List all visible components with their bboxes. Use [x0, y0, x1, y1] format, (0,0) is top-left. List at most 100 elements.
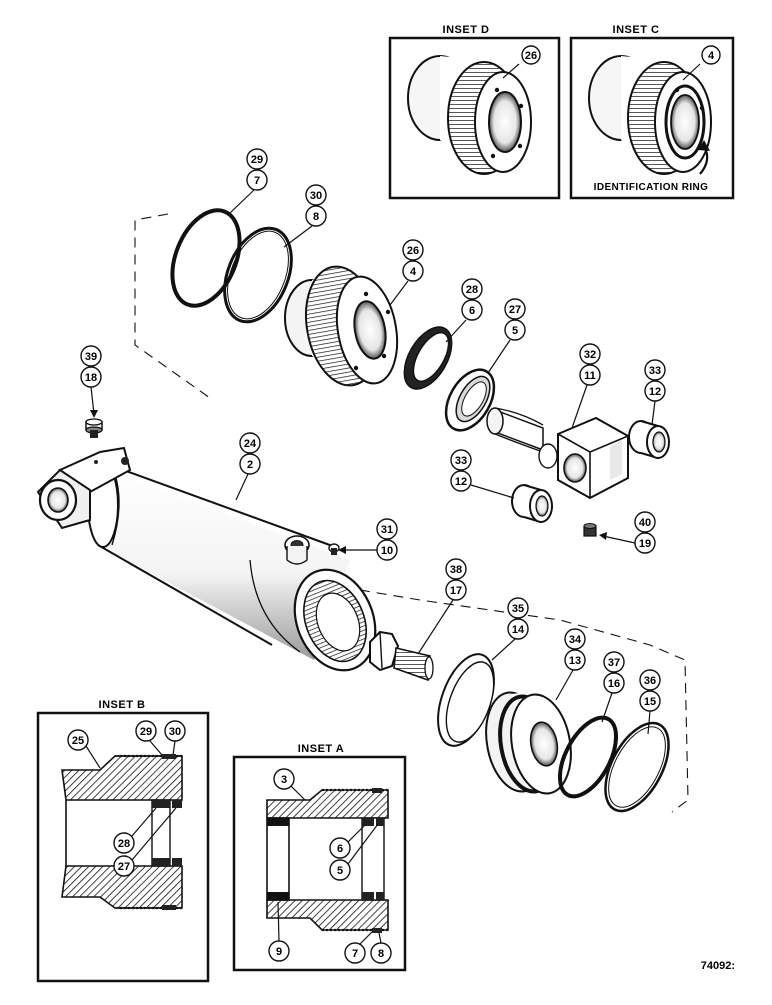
svg-text:12: 12 — [649, 386, 661, 398]
bushing-33-12-right — [628, 420, 670, 459]
svg-text:36: 36 — [644, 675, 656, 687]
rod-eye-32-11 — [538, 416, 629, 500]
svg-text:32: 32 — [584, 349, 596, 361]
wiper-27-5 — [444, 368, 496, 432]
inset-d: INSET D 26 — [388, 24, 561, 200]
o-ring-29-7 — [170, 208, 242, 308]
piston-34-13 — [485, 690, 572, 798]
callout-31-10: 31 10 — [338, 518, 398, 561]
svg-text:18: 18 — [85, 372, 97, 384]
svg-text:40: 40 — [639, 517, 651, 529]
callout-32-11: 32 11 — [571, 343, 601, 429]
svg-text:31: 31 — [381, 524, 393, 536]
svg-text:9: 9 — [276, 946, 282, 958]
svg-text:26: 26 — [525, 50, 537, 62]
callout-29-7: 29 7 — [229, 148, 268, 214]
svg-text:8: 8 — [378, 948, 384, 960]
callout-30-8: 30 8 — [283, 184, 327, 248]
svg-text:17: 17 — [450, 585, 462, 597]
svg-text:14: 14 — [512, 624, 525, 636]
bushing-33-12-left — [511, 484, 553, 523]
gland-section-a — [266, 788, 389, 933]
svg-text:24: 24 — [244, 438, 257, 450]
svg-text:37: 37 — [608, 657, 620, 669]
svg-text:2: 2 — [247, 459, 253, 471]
callout-28-6: 28 6 — [445, 278, 483, 343]
rod-end-bushing — [486, 407, 544, 453]
svg-text:39: 39 — [85, 351, 97, 363]
callout-34-13: 34 13 — [555, 628, 586, 701]
gland-illustration-d — [407, 55, 532, 175]
svg-text:4: 4 — [410, 266, 417, 278]
inset-b-callouts: 25 29 30 28 27 — [67, 720, 186, 877]
svg-text:10: 10 — [381, 545, 393, 557]
svg-text:5: 5 — [337, 865, 343, 877]
callout-inset-d: 26 — [502, 45, 541, 79]
svg-text:8: 8 — [313, 211, 319, 223]
inset-c: INSET C 4 IDENTIFICATION RING — [569, 24, 735, 200]
svg-text:38: 38 — [450, 564, 462, 576]
svg-text:4: 4 — [708, 50, 715, 62]
svg-text:30: 30 — [310, 190, 322, 202]
svg-text:33: 33 — [455, 455, 467, 467]
svg-text:6: 6 — [337, 843, 343, 855]
svg-text:16: 16 — [608, 678, 620, 690]
gland-illustration-c — [588, 55, 712, 175]
callout-26-4: 26 4 — [389, 239, 424, 306]
figure-number: 74092: — [701, 960, 735, 972]
svg-text:13: 13 — [569, 655, 581, 667]
backup-ring-30-8 — [223, 226, 293, 324]
callout-37-16: 37 16 — [601, 651, 625, 723]
callout-inset-c: 4 — [682, 45, 721, 81]
backup-ring-36-15 — [604, 721, 670, 813]
callout-35-14: 35 14 — [491, 597, 529, 661]
svg-text:35: 35 — [512, 603, 524, 615]
svg-text:15: 15 — [644, 696, 656, 708]
svg-text:29: 29 — [251, 154, 263, 166]
callout-38-17: 38 17 — [417, 558, 467, 655]
svg-text:27: 27 — [118, 861, 130, 873]
svg-text:19: 19 — [639, 538, 651, 550]
inset-b-title: INSET B — [99, 699, 146, 711]
identification-ring-label: IDENTIFICATION RING — [594, 182, 709, 193]
bolt-38-17 — [369, 630, 434, 682]
svg-text:27: 27 — [509, 304, 521, 316]
callout-33-12-left: 33 12 — [450, 449, 515, 499]
inset-a: INSET A 3 6 5 — [232, 743, 407, 972]
cylinder-barrel-24-2 — [36, 446, 377, 672]
inset-a-title: INSET A — [298, 743, 345, 755]
svg-text:11: 11 — [584, 370, 596, 382]
callout-36-15: 36 15 — [639, 669, 661, 735]
svg-text:29: 29 — [140, 726, 152, 738]
screw-31-10 — [328, 543, 340, 555]
svg-text:12: 12 — [455, 476, 467, 488]
callout-39-18: 39 18 — [80, 345, 102, 418]
wear-ring-35-14 — [437, 653, 495, 747]
callout-33-12-right: 33 12 — [644, 359, 666, 426]
inset-c-title: INSET C — [613, 24, 660, 36]
svg-text:7: 7 — [254, 175, 260, 187]
o-ring-37-16 — [557, 715, 619, 799]
svg-text:5: 5 — [512, 325, 518, 337]
inset-d-title: INSET D — [443, 24, 490, 36]
inset-b: INSET B 25 29 30 28 — [36, 699, 210, 983]
svg-text:30: 30 — [169, 726, 181, 738]
identification-ring-arrow — [698, 140, 710, 175]
inset-a-callouts: 3 6 5 9 7 8 — [268, 768, 392, 964]
gland-section-b — [61, 754, 183, 910]
seal-28-6 — [403, 326, 453, 390]
svg-text:28: 28 — [466, 284, 478, 296]
set-screw-40-19 — [583, 523, 597, 537]
assembly-dashed-line — [134, 213, 689, 813]
grease-fitting-39-18 — [85, 418, 103, 438]
svg-text:6: 6 — [469, 305, 475, 317]
svg-text:7: 7 — [352, 948, 358, 960]
svg-text:26: 26 — [407, 245, 419, 257]
svg-text:28: 28 — [118, 838, 130, 850]
svg-text:25: 25 — [72, 735, 84, 747]
gland-26-4 — [284, 265, 399, 387]
callout-24-2: 24 2 — [235, 432, 261, 501]
svg-text:3: 3 — [281, 774, 287, 786]
